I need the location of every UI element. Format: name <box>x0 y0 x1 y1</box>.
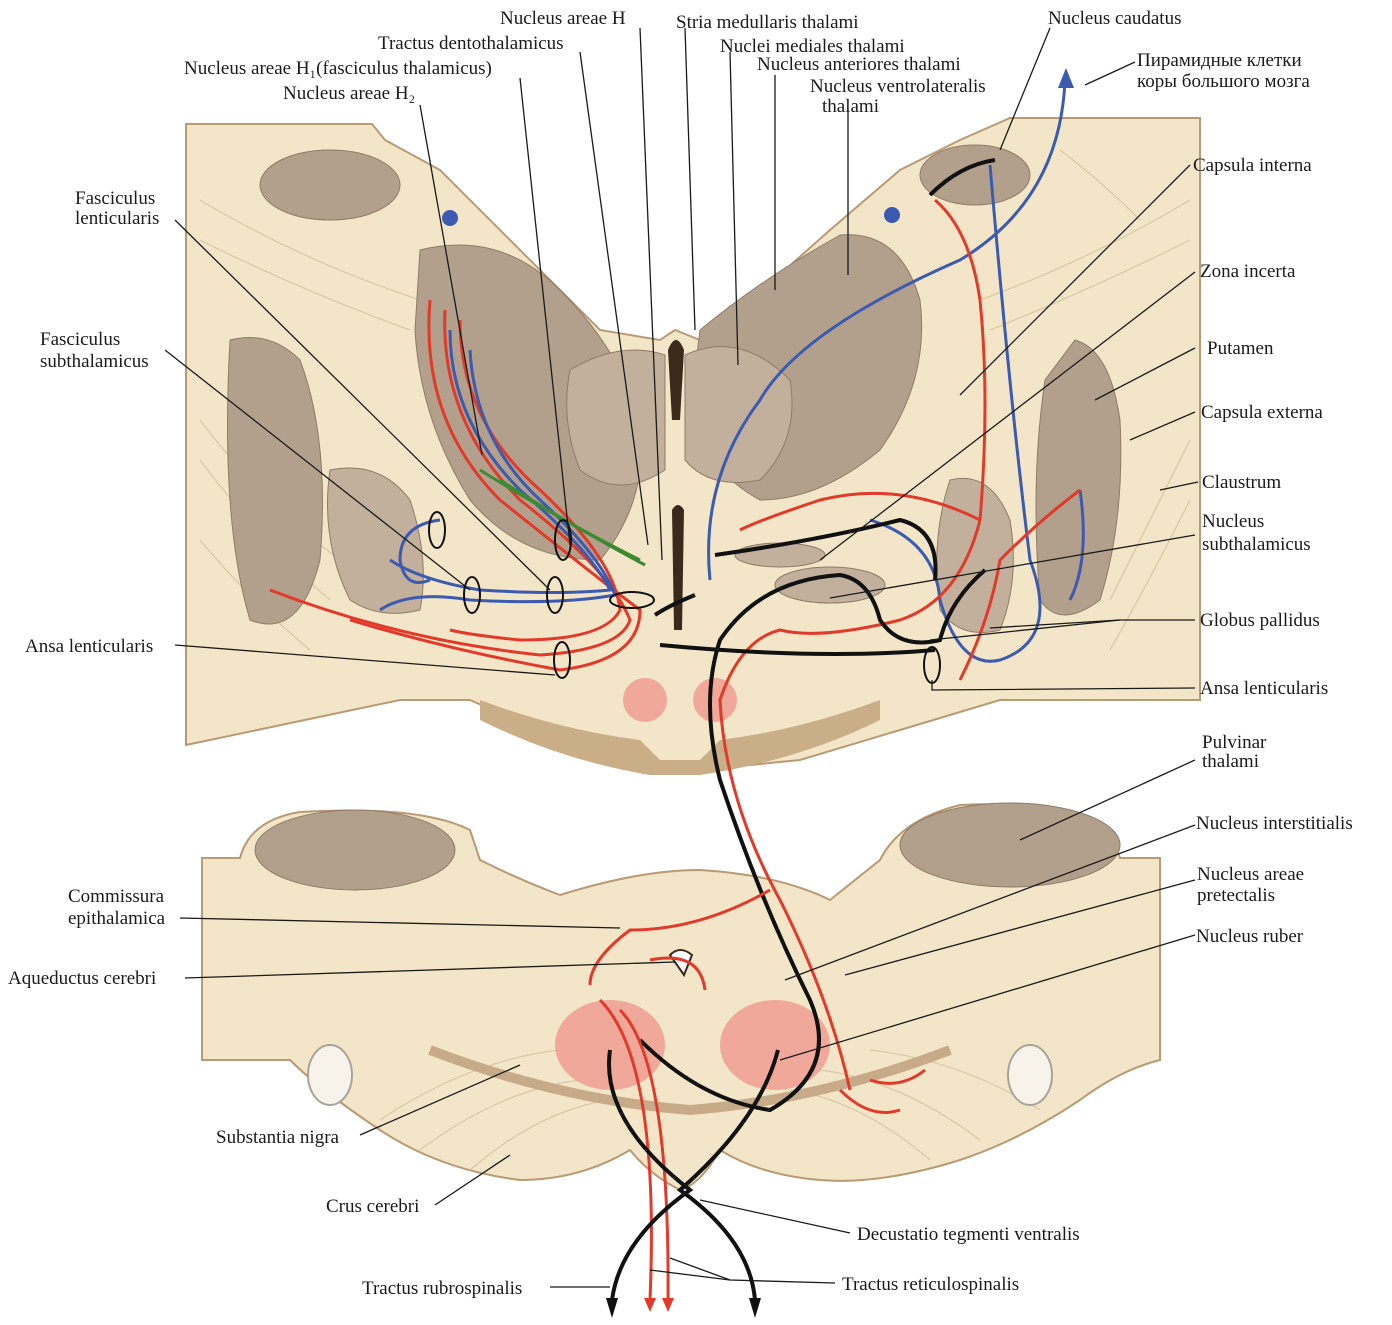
label-nucleus-subthalamicus-2: subthalamicus <box>1202 534 1311 555</box>
label-fasciculus-lenticularis-1: Fasciculus <box>75 188 155 209</box>
nucleus-medialis <box>567 350 665 485</box>
label-aqueductus: Aqueductus cerebri <box>8 968 156 989</box>
label-zona-incerta: Zona incerta <box>1200 261 1296 282</box>
upper-section <box>186 118 1200 775</box>
label-claustrum: Claustrum <box>1202 472 1281 493</box>
label-commissura-1: Commissura <box>68 886 165 907</box>
label-nucleus-areae-h1: Nucleus areae H₁(fasciculus thalamicus) <box>184 58 492 79</box>
label-ansa-lenticularis-left: Ansa lenticularis <box>25 636 153 657</box>
caudate-right <box>920 145 1030 205</box>
arrow-rubro-right <box>749 1298 761 1318</box>
label-nucleus-pretectalis-1: Nucleus areae <box>1197 864 1304 885</box>
label-nucleus-pretectalis-2: pretectalis <box>1197 885 1275 906</box>
label-nucleus-interstitialis: Nucleus interstitialis <box>1196 813 1353 834</box>
label-nuclei-anteriores: Nucleus anteriores thalami <box>757 54 961 75</box>
label-tractus-reticulospinalis: Tractus reticulospinalis <box>842 1274 1019 1295</box>
label-nucleus-areae-h2: Nucleus areae H₂ <box>283 83 415 104</box>
caudate-left <box>260 150 400 220</box>
label-nucleus-subthalamicus-1: Nucleus <box>1202 511 1264 532</box>
label-capsula-externa: Capsula externa <box>1201 402 1323 423</box>
label-nucleus-ventrolateralis-1: Nucleus ventrolateralis <box>810 76 986 97</box>
pulvinar-right <box>900 803 1120 887</box>
label-putamen: Putamen <box>1207 338 1274 359</box>
mammillary-body-right <box>693 678 737 722</box>
label-stria-medullaris: Stria medullaris thalami <box>676 12 859 33</box>
label-fasciculus-subthalamicus-2: subthalamicus <box>40 351 149 372</box>
arrow-reticulo-2 <box>662 1298 674 1312</box>
label-capsula-interna: Capsula interna <box>1193 155 1312 176</box>
label-fasciculus-subthalamicus-1: Fasciculus <box>40 329 120 350</box>
label-nucleus-caudatus: Nucleus caudatus <box>1048 8 1181 29</box>
blue-nucleus-dot-left <box>442 210 458 226</box>
arrow-rubro-left <box>606 1298 618 1318</box>
label-nucleus-areae-h: Nucleus areae H <box>500 8 626 29</box>
label-globus-pallidus: Globus pallidus <box>1200 610 1320 631</box>
label-nucleus-ruber: Nucleus ruber <box>1196 926 1304 947</box>
label-tractus-dentothalamicus: Tractus dentothalamicus <box>378 33 564 54</box>
label-substantia-nigra: Substantia nigra <box>216 1127 340 1148</box>
label-ansa-lenticularis-right: Ansa lenticularis <box>1200 678 1328 699</box>
lower-section <box>202 803 1160 1190</box>
label-pyramid-cells-2: коры большого мозга <box>1137 71 1310 92</box>
pulvinar-left <box>255 810 455 890</box>
third-ventricle-lower <box>672 505 684 630</box>
label-fasciculus-lenticularis-2: lenticularis <box>75 208 159 229</box>
label-pyramid-cells-1: Пирамидные клетки <box>1137 50 1302 71</box>
mammillary-body <box>623 678 667 722</box>
label-commissura-2: epithalamica <box>68 908 166 929</box>
blue-nucleus-dot-right <box>884 207 900 223</box>
label-crus-cerebri: Crus cerebri <box>326 1196 419 1217</box>
pyramid-arrow <box>1058 68 1074 88</box>
arrow-reticulo-1 <box>644 1298 656 1312</box>
optic-tract-left <box>308 1045 352 1105</box>
label-pulvinar-1: Pulvinar <box>1202 732 1267 753</box>
optic-tract-right <box>1008 1045 1052 1105</box>
label-decussatio: Decustatio tegmenti ventralis <box>857 1224 1080 1245</box>
label-tractus-rubrospinalis: Tractus rubrospinalis <box>362 1278 522 1299</box>
label-nucleus-ventrolateralis-2: thalami <box>822 96 879 117</box>
label-pulvinar-2: thalami <box>1202 751 1259 772</box>
